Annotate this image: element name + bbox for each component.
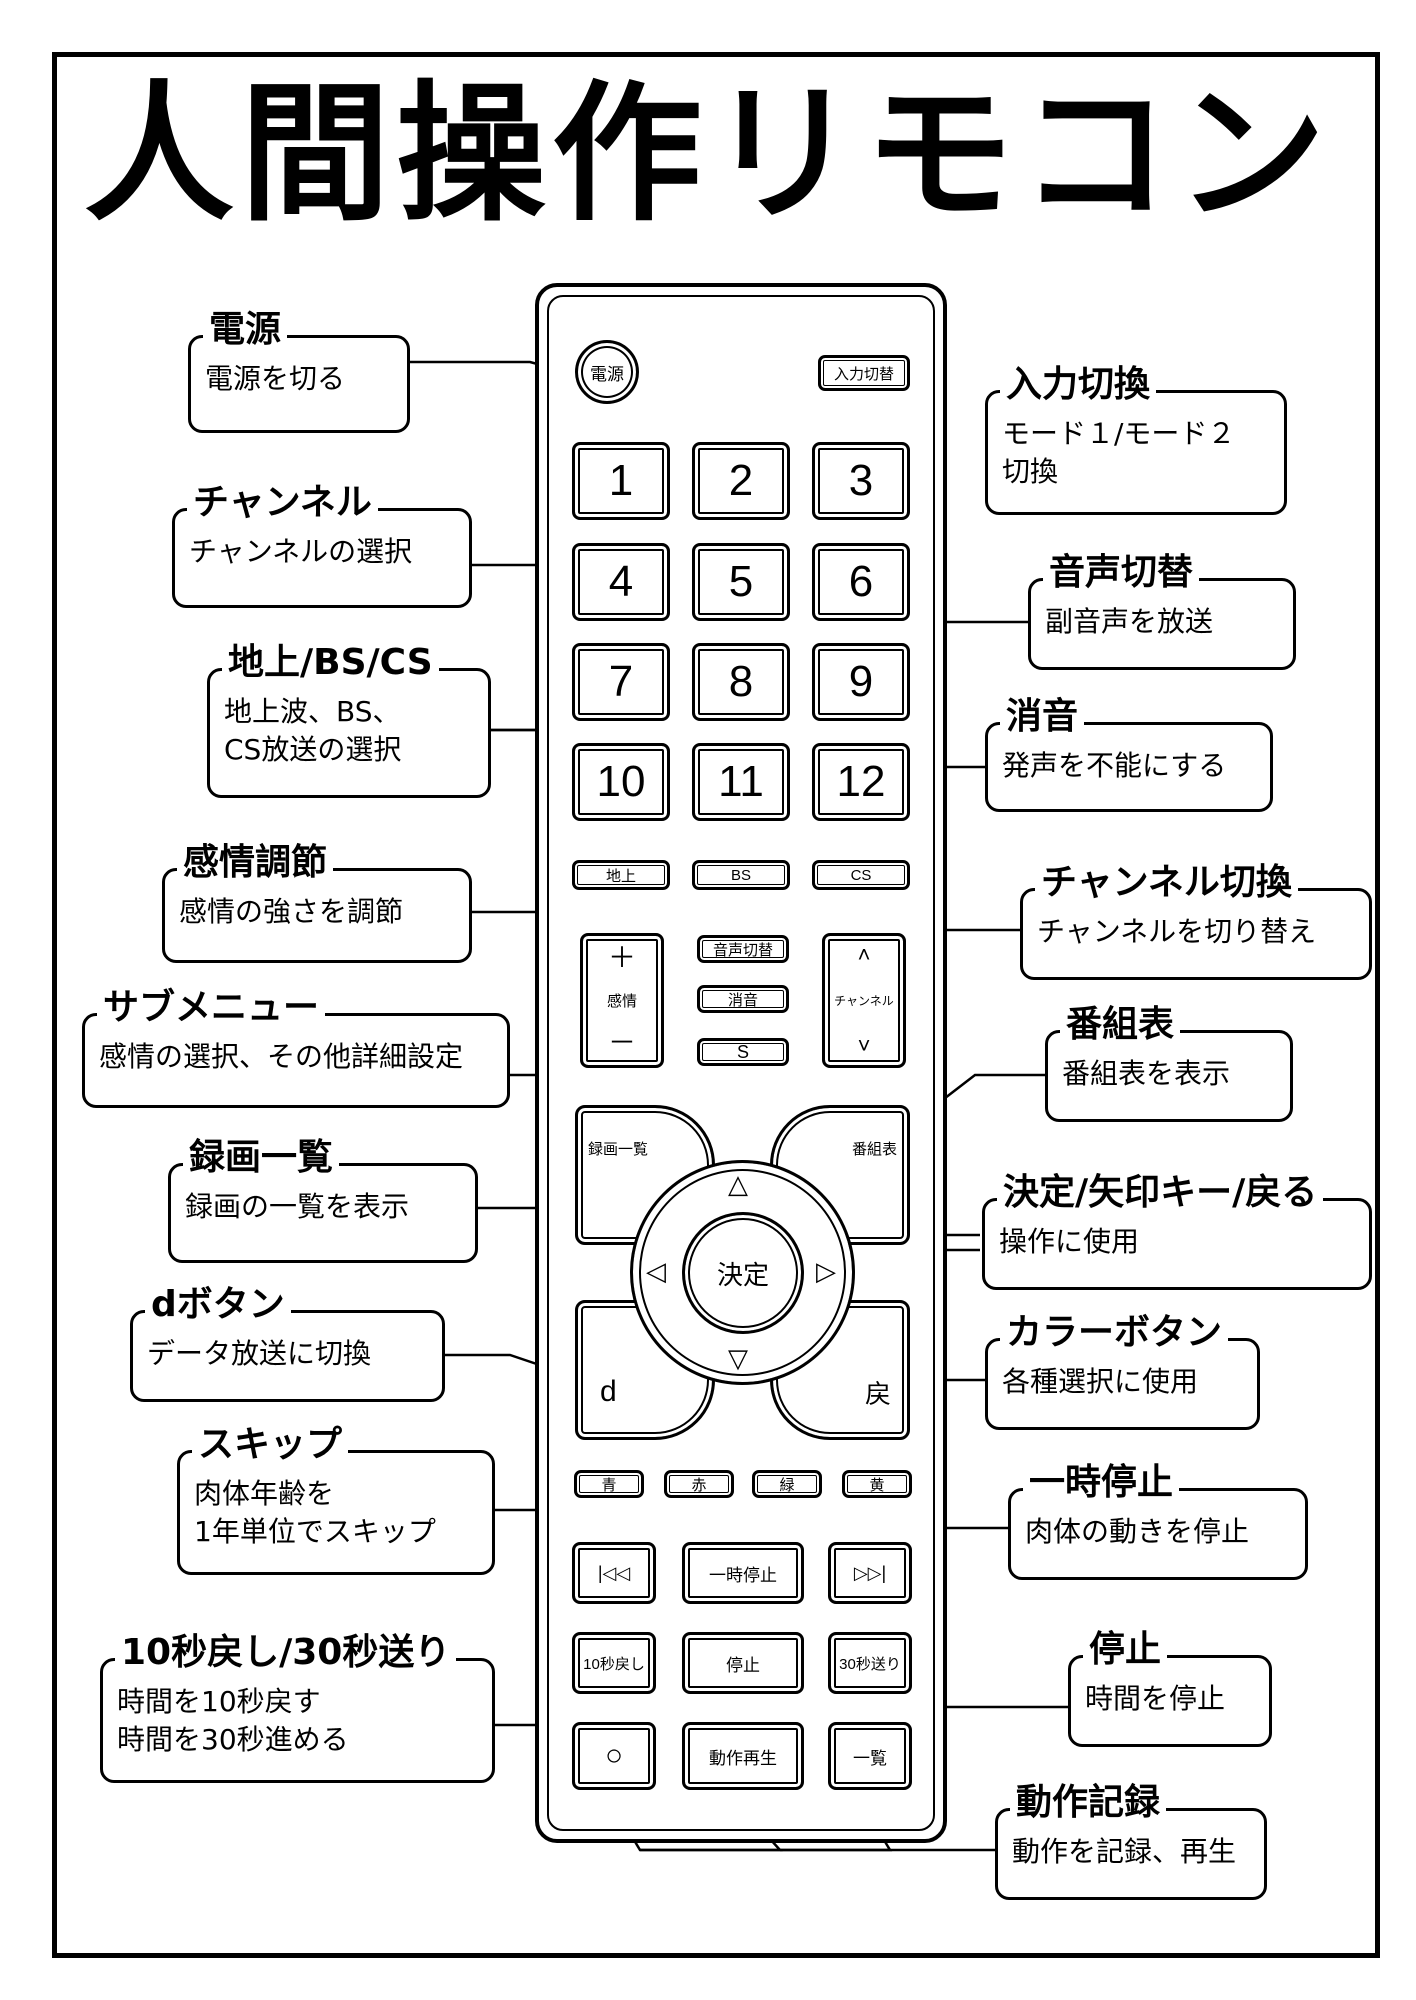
callout-skip: スキップ 肉体年齢を 1年単位でスキップ — [177, 1425, 495, 1575]
submenu-button[interactable]: S — [697, 1038, 789, 1066]
list-button[interactable]: 一覧 — [828, 1722, 912, 1790]
callout-enter: 決定/矢印キー/戻る 操作に使用 — [982, 1173, 1372, 1290]
channel-6-button[interactable]: 6 — [812, 543, 910, 621]
emotion-rocker[interactable]: ＋ 感情 － — [580, 933, 664, 1068]
chevron-down-icon: ˅ — [857, 1033, 871, 1058]
channel-3-button[interactable]: 3 — [812, 442, 910, 520]
channel-2-button[interactable]: 2 — [692, 442, 790, 520]
red-button[interactable]: 赤 — [664, 1470, 734, 1498]
callout-color: カラーボタン 各種選択に使用 — [985, 1313, 1260, 1430]
pause-button[interactable]: 一時停止 — [682, 1542, 804, 1604]
callout-mute: 消音 発声を不能にする — [985, 697, 1273, 812]
callout-broadcast: 地上/BS/CS 地上波、BS、 CS放送の選択 — [207, 643, 491, 798]
channel-rocker[interactable]: ˄ チャンネル ˅ — [822, 933, 906, 1068]
arrow-down-icon[interactable]: ▽ — [728, 1344, 748, 1374]
callout-seek: 10秒戻し/30秒送り 時間を10秒戻す 時間を30秒進める — [100, 1633, 495, 1783]
callout-emotion: 感情調節 感情の強さを調節 — [162, 843, 472, 963]
yellow-button[interactable]: 黄 — [842, 1470, 912, 1498]
channel-10-button[interactable]: 10 — [572, 743, 670, 821]
arrow-right-icon[interactable]: ▷ — [816, 1257, 836, 1287]
chevron-up-icon: ˄ — [857, 942, 871, 967]
callout-guide: 番組表 番組表を表示 — [1045, 1005, 1293, 1122]
enter-button[interactable]: 決定 — [682, 1212, 804, 1334]
arrow-up-icon[interactable]: △ — [728, 1170, 748, 1200]
callout-d-button: dボタン データ放送に切換 — [130, 1285, 445, 1402]
page-frame — [52, 52, 1380, 1958]
arrow-left-icon[interactable]: ◁ — [646, 1257, 666, 1287]
blue-button[interactable]: 青 — [574, 1470, 644, 1498]
mute-button[interactable]: 消音 — [697, 985, 789, 1013]
callout-stop: 停止 時間を停止 — [1068, 1630, 1272, 1747]
bs-button[interactable]: BS — [692, 860, 790, 890]
emotion-label: 感情 — [606, 993, 637, 1010]
forward-30-button[interactable]: 30秒送り — [828, 1632, 912, 1694]
channel-1-button[interactable]: 1 — [572, 442, 670, 520]
callout-audio: 音声切替 副音声を放送 — [1028, 553, 1296, 670]
channel-5-button[interactable]: 5 — [692, 543, 790, 621]
skip-forward-button[interactable]: ▷▷| — [828, 1542, 912, 1604]
callout-submenu: サブメニュー 感情の選択、その他詳細設定 — [82, 988, 510, 1108]
page-title: 人間操作リモコン — [83, 68, 1332, 242]
stop-button[interactable]: 停止 — [682, 1632, 804, 1694]
callout-input: 入力切換 モード１/モード２ 切換 — [985, 365, 1287, 515]
channel-7-button[interactable]: 7 — [572, 643, 670, 721]
green-button[interactable]: 緑 — [752, 1470, 822, 1498]
callout-record: 動作記録 動作を記録、再生 — [995, 1783, 1267, 1900]
emotion-minus-icon: － — [607, 1027, 636, 1058]
play-button[interactable]: 動作再生 — [682, 1722, 804, 1790]
audio-switch-button[interactable]: 音声切替 — [697, 935, 789, 963]
channel-11-button[interactable]: 11 — [692, 743, 790, 821]
callout-pause: 一時停止 肉体の動きを停止 — [1008, 1463, 1308, 1580]
callout-power: 電源 電源を切る — [188, 310, 410, 433]
skip-back-button[interactable]: |◁◁ — [572, 1542, 656, 1604]
record-button[interactable]: ○ — [572, 1722, 656, 1790]
back-10-button[interactable]: 10秒戻し — [572, 1632, 656, 1694]
cs-button[interactable]: CS — [812, 860, 910, 890]
emotion-plus-icon: ＋ — [607, 942, 636, 973]
input-switch-button[interactable]: 入力切替 — [818, 355, 910, 391]
callout-channel: チャンネル チャンネルの選択 — [172, 483, 472, 608]
channel-12-button[interactable]: 12 — [812, 743, 910, 821]
channel-label: チャンネル — [834, 994, 894, 1008]
channel-8-button[interactable]: 8 — [692, 643, 790, 721]
channel-9-button[interactable]: 9 — [812, 643, 910, 721]
channel-4-button[interactable]: 4 — [572, 543, 670, 621]
power-button[interactable]: 電源 — [575, 340, 639, 404]
terrestrial-button[interactable]: 地上 — [572, 860, 670, 890]
callout-channel-switch: チャンネル切換 チャンネルを切り替え — [1020, 863, 1372, 980]
callout-recording-list: 録画一覧 録画の一覧を表示 — [168, 1138, 478, 1263]
